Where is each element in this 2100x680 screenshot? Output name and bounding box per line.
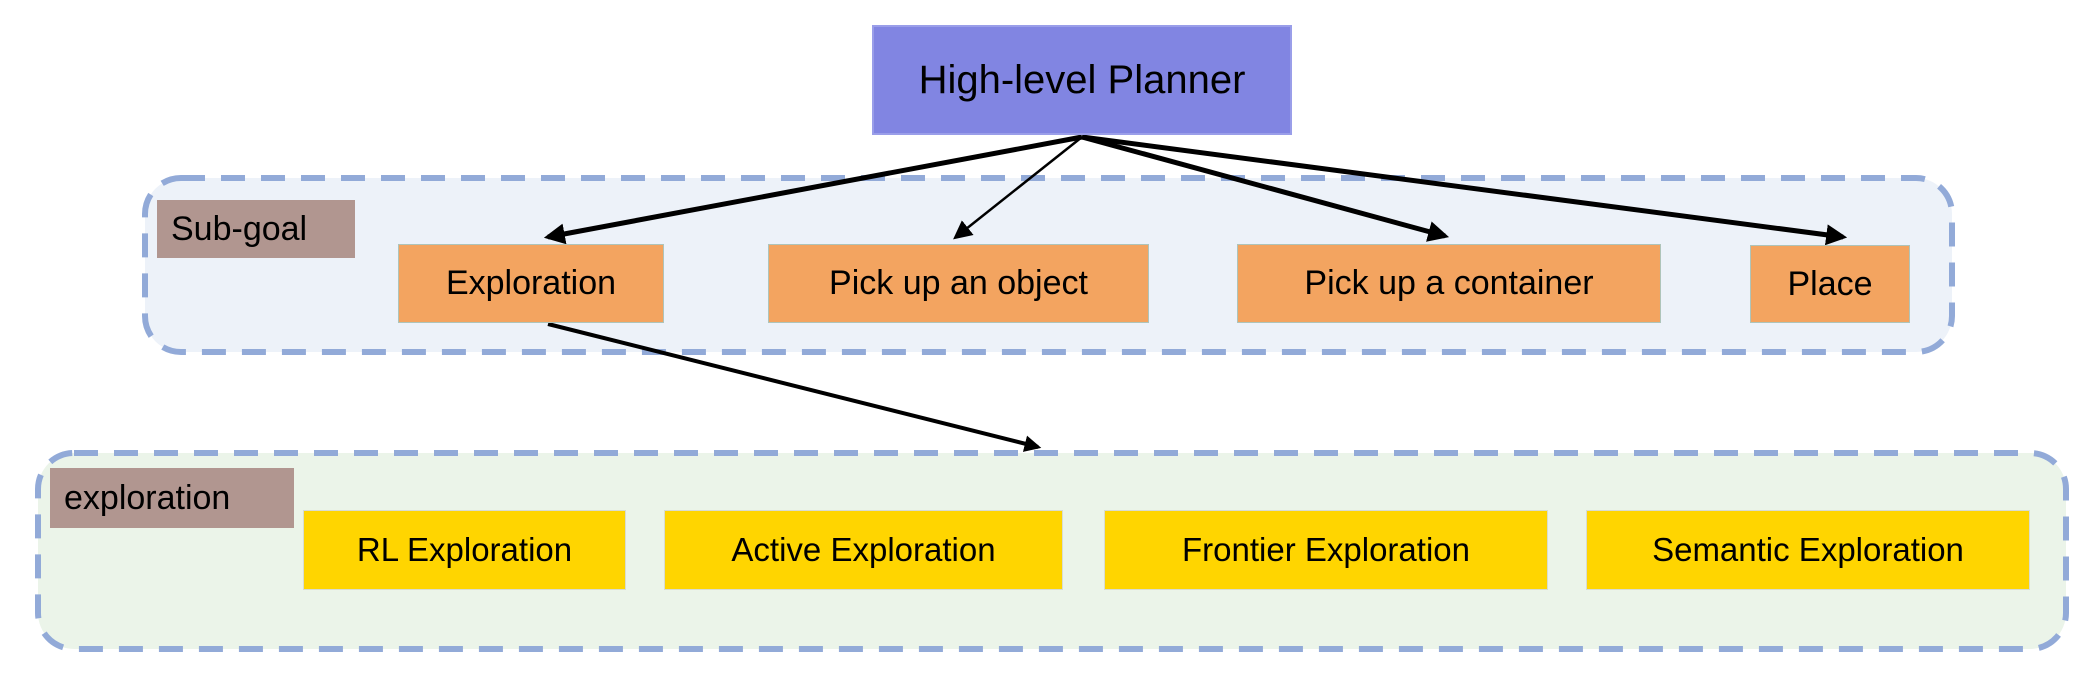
subgoal-node-pick-up-an-object: Pick up an object xyxy=(768,244,1149,323)
arrow-exploration-to-exploration-group xyxy=(547,322,1042,452)
exploration-group-label: exploration xyxy=(50,468,294,528)
arrow-planner-to-pick-up-a-container xyxy=(1081,134,1450,242)
arrow-planner-to-place xyxy=(1081,134,1848,246)
exploration-node-semantic: Semantic Exploration xyxy=(1586,510,2030,590)
subgoal-node-place: Place xyxy=(1750,245,1910,323)
exploration-node-frontier: Frontier Exploration xyxy=(1104,510,1548,590)
subgoal-node-pick-up-a-container: Pick up a container xyxy=(1237,244,1661,323)
exploration-node-rl: RL Exploration xyxy=(303,510,626,590)
subgoal-group-label: Sub-goal xyxy=(157,200,355,258)
exploration-node-active: Active Exploration xyxy=(664,510,1063,590)
arrow-planner-to-pick-up-an-object xyxy=(953,136,1083,240)
subgoal-node-exploration: Exploration xyxy=(398,244,664,323)
arrow-planner-to-exploration xyxy=(543,134,1083,245)
high-level-planner-node: High-level Planner xyxy=(872,25,1292,135)
